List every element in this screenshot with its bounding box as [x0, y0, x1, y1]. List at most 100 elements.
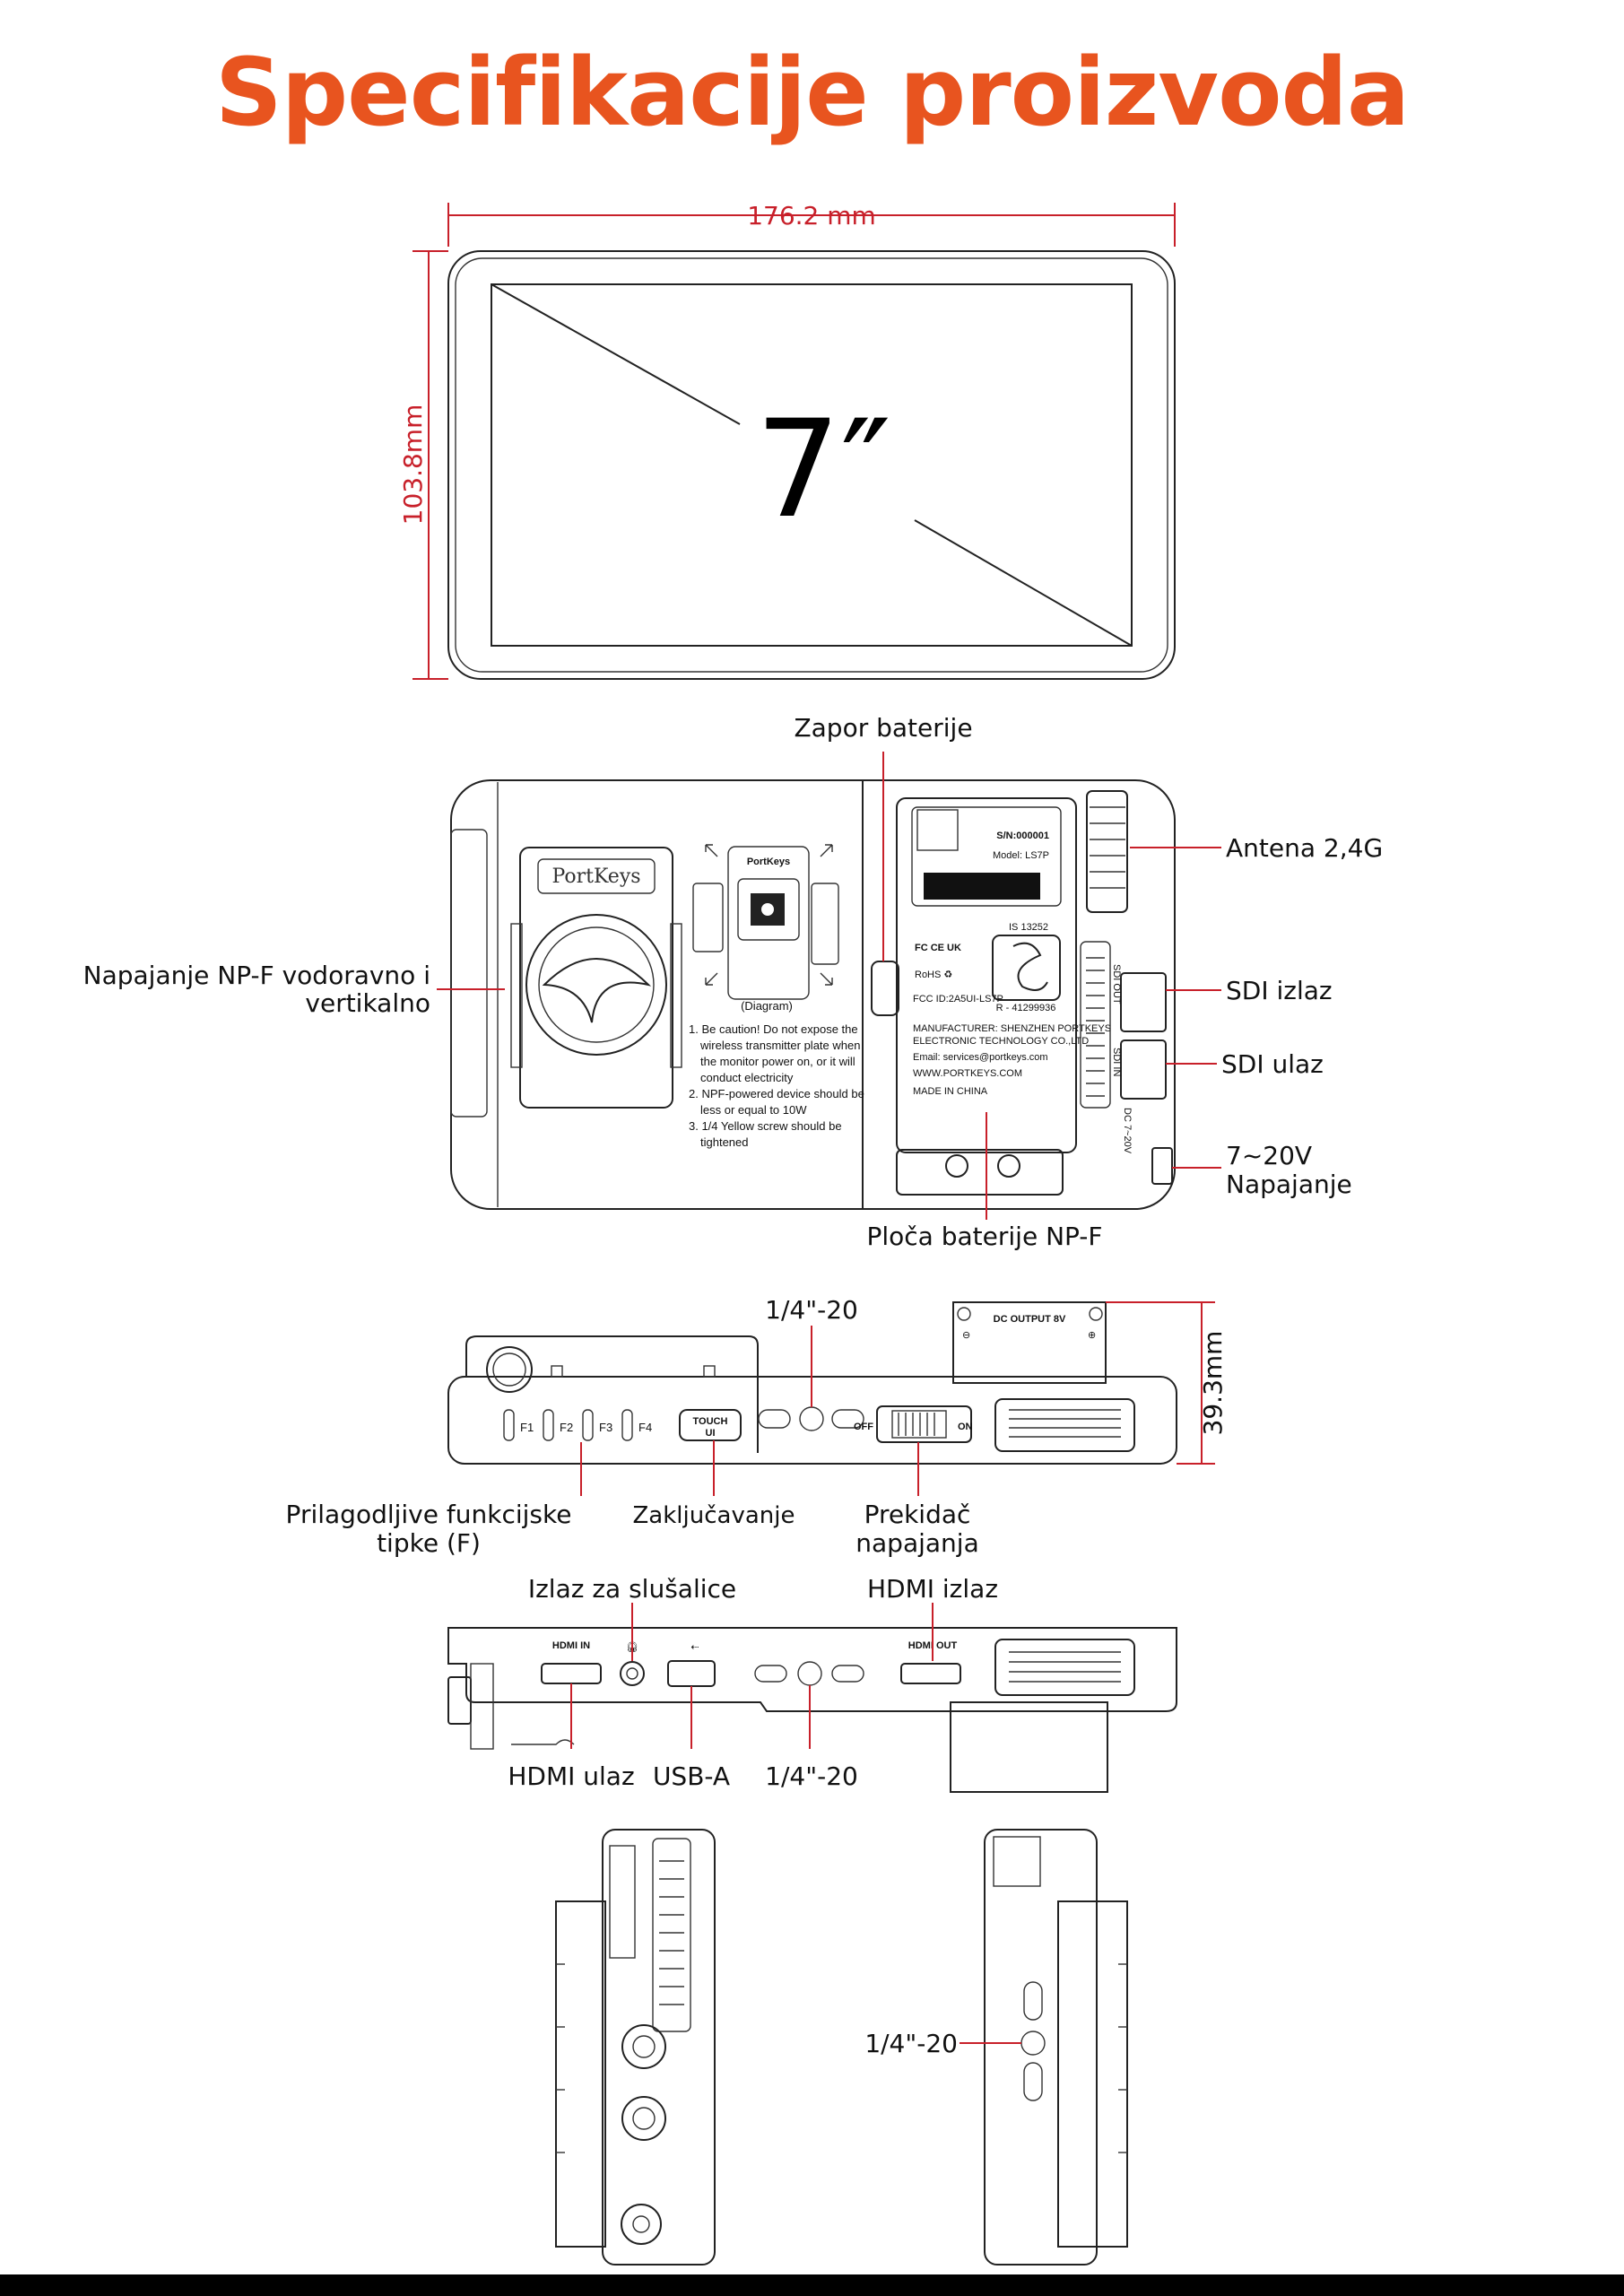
label-npf-power-2: vertikalno [305, 988, 430, 1018]
side-grip [450, 829, 488, 1118]
cert-s-mark [1012, 942, 1048, 991]
top-mount-slot-right [831, 1409, 864, 1429]
dc-jack-icon [621, 2204, 662, 2245]
dc-output-plate [952, 1301, 1107, 1384]
label-sdi-in: SDI ulaz [1221, 1049, 1324, 1079]
bottom-mount-slot-right [831, 1665, 864, 1683]
sdi-out-connector [1120, 972, 1167, 1032]
top-battery-mount [465, 1335, 759, 1453]
hdmi-in-print: HDMI IN [552, 1640, 590, 1651]
email-text: Email: services@portkeys.com [913, 1052, 1048, 1063]
left-side-plate [555, 1900, 606, 2248]
sdi-out-print: SDI OUT [1111, 964, 1122, 1004]
caution-3a: 3. 1/4 Yellow screw should be [689, 1119, 842, 1133]
monitor-body-outline [447, 250, 1176, 680]
dc-connector [1151, 1147, 1173, 1185]
fkey-f4-label: F4 [638, 1421, 652, 1434]
black-window [924, 873, 1040, 900]
diagram-caption: (Diagram) [741, 999, 793, 1013]
plate-screw-right [997, 1154, 1020, 1178]
bottom-vent-slots [1009, 1651, 1121, 1683]
top-mount-slot-left [758, 1409, 791, 1429]
bottom-body-outline [447, 1627, 1177, 1712]
top-vent-slots [1009, 1409, 1121, 1438]
width-label: 176.2 mm [747, 201, 876, 230]
top-hinge-a [551, 1365, 563, 1378]
side-mount-slot-bottom [1023, 2062, 1043, 2101]
left-side-vent-slots [659, 1860, 684, 2005]
rohs-icon: RoHS ♻ [915, 970, 952, 980]
fkey-f1-label: F1 [520, 1421, 534, 1434]
caution-1b: wireless transmitter plate when [699, 1039, 860, 1052]
is-number: IS 13252 [1009, 922, 1048, 933]
sdi-in-bnc-icon [621, 2096, 666, 2141]
back-view: PortKeys PortKeys (Diagram) 1. Be cautio… [83, 713, 1384, 1251]
monitor-screen [491, 283, 1133, 647]
caution-1c: the monitor power on, or it will [700, 1055, 855, 1068]
height-label: 103.8mm [398, 404, 428, 526]
bottom-mount-hole [797, 1661, 822, 1686]
front-view: 176.2 mm 103.8mm 7″ [398, 201, 1176, 680]
cert-marks-icon: FC CE UK [915, 943, 961, 953]
fkey-f3-label: F3 [599, 1421, 612, 1434]
web-text: WWW.PORTKEYS.COM [913, 1068, 1022, 1079]
right-side-top-block [993, 1836, 1041, 1887]
switch-off-print: OFF [854, 1422, 873, 1432]
back-body-outline [450, 779, 1176, 1210]
right-side-plate [1057, 1900, 1128, 2248]
label-dc-voltage: 7~20V [1226, 1141, 1312, 1170]
bottom-view: HDMI IN 🎧︎ ⇠ HDMI OUT Izlaz za slušalice… [447, 1574, 1177, 1793]
mount-rail-right [670, 923, 682, 1068]
top-hinge-b [703, 1365, 716, 1378]
bottom-battery-plate [950, 1701, 1108, 1793]
label-power-switch: Prekidač [864, 1500, 971, 1529]
sdi-in-bnc-inner [632, 2107, 656, 2130]
touch-ui-lock [679, 1409, 742, 1441]
vent-area [1080, 941, 1111, 1109]
bottom-dc-jack [447, 1676, 472, 1725]
diagram-center-dot [761, 903, 774, 916]
dc-output-screw-right [1089, 1307, 1103, 1321]
antenna-ribs [1090, 806, 1125, 889]
caution-2b: less or equal to 10W [700, 1103, 807, 1117]
minus-icon: ⊖ [962, 1330, 970, 1341]
fkey-f4-button [621, 1409, 633, 1441]
label-hdmi-in: HDMI ulaz [508, 1761, 634, 1791]
usb-icon: ⇠ [690, 1642, 699, 1653]
power-switch-ridges [898, 1413, 935, 1436]
label-bottom-thread: 1/4"-20 [765, 1761, 858, 1791]
made-in-text: MADE IN CHINA [913, 1086, 988, 1097]
battery-lock [871, 961, 899, 1016]
label-antenna: Antena 2,4G [1226, 833, 1383, 863]
headphone-jack [620, 1661, 645, 1686]
diagram-device [727, 846, 810, 1000]
brand-logo: PortKeys [551, 865, 640, 888]
fkey-f2-button [543, 1409, 554, 1441]
label-sticker [911, 806, 1062, 907]
bottom-latch [511, 1739, 575, 1745]
sdi-out-bnc-icon [621, 2024, 666, 2069]
npf-mount-left [519, 847, 673, 1109]
plate-screw-left [945, 1154, 968, 1178]
label-power-switch-2: napajanja [855, 1528, 978, 1558]
ui-print: UI [706, 1428, 716, 1439]
arrow-icon-se [820, 972, 833, 986]
mount-rail-left [510, 923, 523, 1068]
label-hdmi-out: HDMI izlaz [867, 1574, 998, 1604]
monitor-bezel [455, 257, 1168, 673]
screen-diagonal-b [914, 519, 1133, 647]
diagram-tab [811, 883, 839, 965]
arrow-icon-ne [820, 844, 833, 857]
caution-1d: conduct electricity [700, 1071, 794, 1084]
top-mount-hole [799, 1406, 824, 1431]
left-side-plate-notches [556, 1963, 565, 2153]
left-side-outline [602, 1829, 716, 2266]
sdi-in-print: SDI IN [1111, 1048, 1122, 1076]
bottom-bar [0, 2274, 1624, 2296]
label-fn-keys: Prilagodljive funkcijske [286, 1500, 572, 1529]
side-mount-hole [1020, 2031, 1046, 2056]
top-view: DC OUTPUT 8V ⊖ ⊕ F1 F2 F3 F4 TOUCH UI OF… [286, 1295, 1228, 1558]
dc-print: DC 7~20V [1122, 1108, 1133, 1154]
power-switch-slider [891, 1410, 947, 1439]
